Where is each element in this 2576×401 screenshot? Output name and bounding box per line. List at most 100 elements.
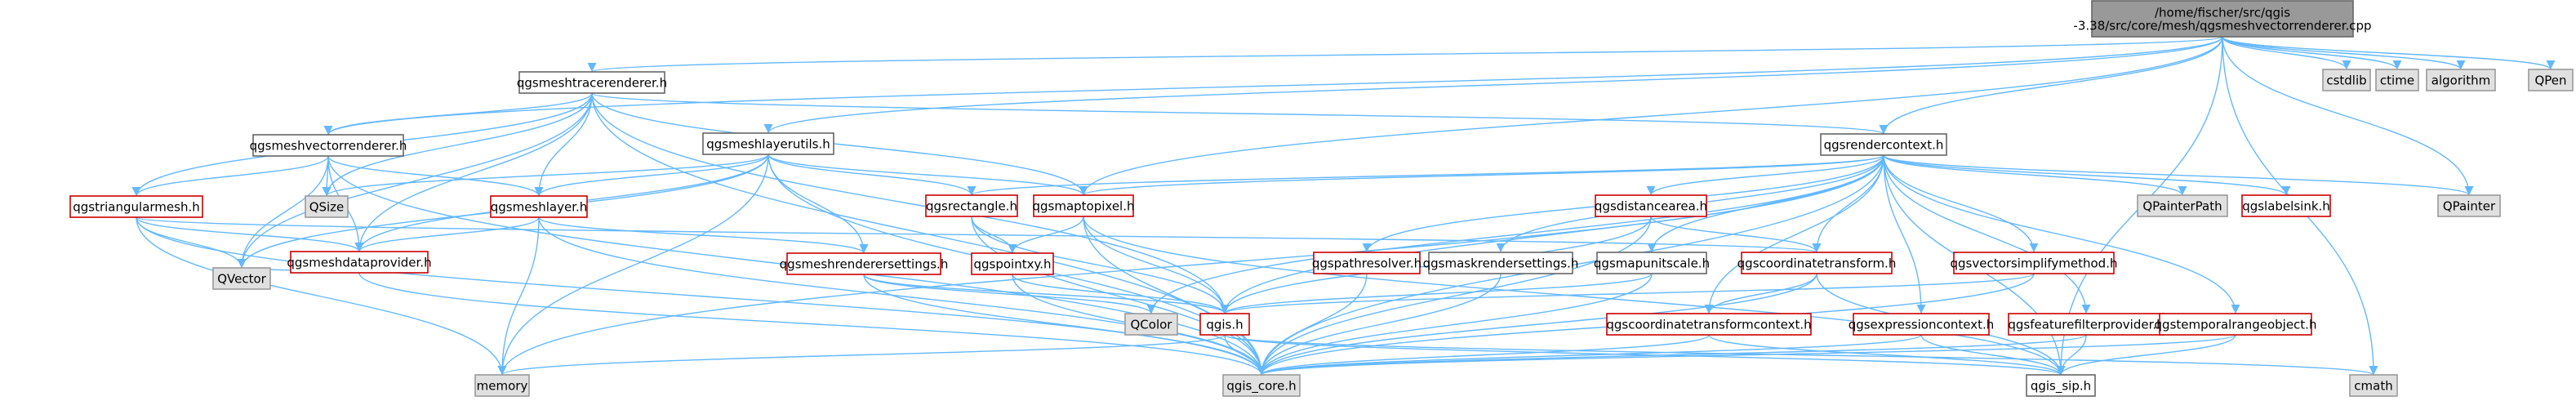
nodes-layer: /home/fischer/src/qgis-3.38/src/core/mes… bbox=[69, 0, 2574, 397]
node-label-qgsmaptopixel: qgsmaptopixel.h bbox=[1032, 199, 1134, 214]
edge-root-to-qgsrendercontext bbox=[1879, 36, 2223, 135]
node-label-qgsexpressioncontext: qgsexpressioncontext.h bbox=[1849, 318, 1995, 332]
node-qgsmeshlayer[interactable]: qgsmeshlayer.h bbox=[490, 195, 588, 218]
node-box-qpen bbox=[2528, 69, 2574, 91]
node-qgstemporalrangeobject[interactable]: qgstemporalrangeobject.h bbox=[2155, 313, 2317, 336]
node-qpainterpath: QPainterPath bbox=[2137, 194, 2228, 217]
node-qpen: QPen bbox=[2528, 69, 2574, 91]
node-box-qgsmeshdataprovider bbox=[290, 251, 429, 274]
node-label-qcolor: QColor bbox=[1131, 318, 1173, 332]
edge-root-to-qgsmeshtracerenderer bbox=[588, 36, 2223, 73]
node-box-qcolor bbox=[1124, 313, 1178, 336]
node-box-qgsmeshtracerenderer bbox=[518, 71, 665, 94]
node-label-qgscoordinatetransform: qgscoordinatetransform.h bbox=[1737, 256, 1897, 271]
node-label-qsize: QSize bbox=[309, 200, 345, 215]
node-label-algorithm: algorithm bbox=[2431, 74, 2490, 88]
node-box-qgsrendercontext bbox=[1820, 133, 1947, 156]
node-qgsmeshlayerutils[interactable]: qgsmeshlayerutils.h bbox=[702, 132, 834, 155]
edges-layer bbox=[131, 36, 2556, 376]
edge-qgsrendercontext-to-qgstemporalrangeobject bbox=[1883, 154, 2240, 314]
node-qgsmeshdataprovider[interactable]: qgsmeshdataprovider.h bbox=[287, 251, 432, 274]
edge-qgscoordinatetransform-to-qgscoordinatetransformcontext bbox=[1704, 273, 1817, 314]
edge-qgsrectangle-to-qgis bbox=[971, 216, 1230, 314]
edge-qgsmaptopixel-to-qgspointxy bbox=[1008, 216, 1084, 254]
node-label-qgsvectorsimplifymethod: qgsvectorsimplifymethod.h bbox=[1951, 256, 2118, 271]
edge-qgsmeshtracerenderer-to-qsize bbox=[322, 92, 593, 197]
node-qgsmeshtracerenderer[interactable]: qgsmeshtracerenderer.h bbox=[517, 71, 667, 94]
edge-qgsfeaturefilterprovider-to-qgis-sip bbox=[2056, 334, 2087, 376]
node-label-ctime: ctime bbox=[2380, 74, 2414, 88]
node-qgsdistancearea[interactable]: qgsdistancearea.h bbox=[1595, 194, 1707, 217]
node-box-qgsmeshlayerutils bbox=[702, 132, 834, 155]
node-qgis[interactable]: qgis.h bbox=[1199, 313, 1250, 336]
node-qgsmaskrendersettings[interactable]: qgsmaskrendersettings.h bbox=[1423, 252, 1579, 274]
edge-qgsmeshtracerenderer-to-qgsmeshdataprovider bbox=[354, 92, 593, 252]
node-qgspointxy[interactable]: qgspointxy.h bbox=[971, 252, 1054, 275]
node-label-qgsdistancearea: qgsdistancearea.h bbox=[1595, 199, 1707, 214]
node-qpainter: QPainter bbox=[2437, 194, 2501, 217]
edge-qgsexpressioncontext-to-qgis-sip bbox=[1920, 334, 2066, 376]
node-label-qgscoordinatetransformcontext: qgscoordinatetransformcontext.h bbox=[1606, 318, 1811, 332]
node-qgis-core: qgis_core.h bbox=[1222, 374, 1301, 397]
edge-qgsrendercontext-to-qgscoordinatetransformcontext bbox=[1704, 154, 1884, 314]
node-qgsrectangle[interactable]: qgsrectangle.h bbox=[925, 194, 1018, 217]
node-qgsexpressioncontext[interactable]: qgsexpressioncontext.h bbox=[1849, 313, 1995, 336]
node-box-ctime bbox=[2375, 69, 2419, 91]
node-qgspathresolver[interactable]: qgspathresolver.h bbox=[1312, 252, 1421, 274]
edge-qgsvectorsimplifymethod-to-qgis bbox=[1220, 273, 2035, 314]
node-label-qgsmeshdataprovider: qgsmeshdataprovider.h bbox=[287, 256, 431, 270]
edge-qgsmeshrenderersettings-to-qgis bbox=[863, 274, 1230, 314]
edge-qgsmeshvectorrenderer-to-qgstriangularmesh bbox=[131, 155, 329, 197]
edge-qgsrendercontext-to-memory bbox=[497, 154, 1884, 376]
edge-qgsfeaturefilterprovider-to-qgis-core bbox=[1257, 334, 2087, 376]
node-label-qgstriangularmesh: qgstriangularmesh.h bbox=[73, 200, 200, 215]
node-box-qgis bbox=[1199, 313, 1250, 336]
node-qgscoordinatetransformcontext[interactable]: qgscoordinatetransformcontext.h bbox=[1606, 313, 1812, 336]
node-qgis-sip[interactable]: qgis_sip.h bbox=[2026, 374, 2096, 397]
node-qgsfeaturefilterprovider[interactable]: qgsfeaturefilterprovider.h bbox=[2008, 313, 2164, 336]
node-box-qgscoordinatetransform bbox=[1741, 252, 1893, 274]
edge-qgsmeshlayer-to-qgsmeshrenderersettings bbox=[538, 216, 869, 254]
edge-qgsmeshtracerenderer-to-qgsmaptopixel bbox=[591, 92, 1088, 196]
node-root[interactable]: /home/fischer/src/qgis-3.38/src/core/mes… bbox=[2073, 0, 2372, 38]
node-box-qgis-sip bbox=[2026, 374, 2096, 397]
edge-root-to-qpen bbox=[2222, 36, 2556, 70]
node-label-memory: memory bbox=[477, 379, 528, 394]
edge-root-to-qpainter bbox=[2222, 36, 2474, 196]
node-label-qgspathresolver: qgspathresolver.h bbox=[1312, 256, 1421, 271]
node-label-qgis: qgis.h bbox=[1206, 318, 1243, 332]
node-label-root-line-1: /home/fischer/src/qgis bbox=[2155, 6, 2290, 20]
node-box-qgspointxy bbox=[971, 252, 1054, 275]
node-box-algorithm bbox=[2426, 69, 2496, 91]
node-qgsmapunitscale[interactable]: qgsmapunitscale.h bbox=[1594, 252, 1710, 274]
node-qgscoordinatetransform[interactable]: qgscoordinatetransform.h bbox=[1737, 252, 1897, 274]
node-cmath: cmath bbox=[2349, 374, 2398, 397]
node-qgsvectorsimplifymethod[interactable]: qgsvectorsimplifymethod.h bbox=[1951, 252, 2118, 274]
node-box-qgspathresolver bbox=[1313, 252, 1421, 274]
node-qgsrendercontext[interactable]: qgsrendercontext.h bbox=[1820, 133, 1947, 156]
edge-qgstemporalrangeobject-to-qgis-sip bbox=[2056, 334, 2236, 376]
node-qgsmeshrenderersettings[interactable]: qgsmeshrenderersettings.h bbox=[780, 252, 949, 275]
edge-qgis-to-qgis-sip bbox=[1224, 334, 2066, 376]
edge-qgsmeshtracerenderer-to-qgis bbox=[591, 92, 1230, 314]
edge-qgsmeshtracerenderer-to-qgsrendercontext bbox=[591, 92, 1888, 135]
edge-qgscoordinatetransformcontext-to-qgis-core bbox=[1257, 334, 1710, 376]
edge-qgsmapunitscale-to-qgis-core bbox=[1257, 273, 1653, 376]
edge-qgsmeshlayer-to-qgis-core bbox=[538, 216, 1266, 376]
node-label-cstdlib: cstdlib bbox=[2326, 74, 2366, 88]
node-cstdlib: cstdlib bbox=[2322, 69, 2371, 91]
node-label-qgsmapunitscale: qgsmapunitscale.h bbox=[1594, 256, 1710, 271]
edge-qgsrendercontext-to-qgsmaptopixel bbox=[1079, 154, 1884, 196]
node-qgsmeshvectorrenderer[interactable]: qgsmeshvectorrenderer.h bbox=[250, 134, 407, 157]
edge-qgsmaptopixel-to-qgis-core bbox=[1083, 216, 1266, 376]
node-qgslabelsink[interactable]: qgslabelsink.h bbox=[2241, 194, 2331, 217]
node-label-qgis-core: qgis_core.h bbox=[1226, 379, 1296, 394]
edge-qgstriangularmesh-to-qgis-core bbox=[136, 216, 1266, 376]
edge-qgsdistancearea-to-qgis-core bbox=[1257, 216, 1652, 376]
node-label-qgsmeshlayerutils: qgsmeshlayerutils.h bbox=[706, 137, 830, 152]
edge-qgsrendercontext-to-qgsvectorsimplifymethod bbox=[1883, 154, 2039, 253]
node-qgstriangularmesh[interactable]: qgstriangularmesh.h bbox=[69, 195, 203, 218]
node-label-qgsmeshlayer: qgsmeshlayer.h bbox=[491, 200, 588, 215]
node-qgsmaptopixel[interactable]: qgsmaptopixel.h bbox=[1032, 194, 1135, 217]
node-box-qgsmeshlayer bbox=[490, 195, 588, 218]
